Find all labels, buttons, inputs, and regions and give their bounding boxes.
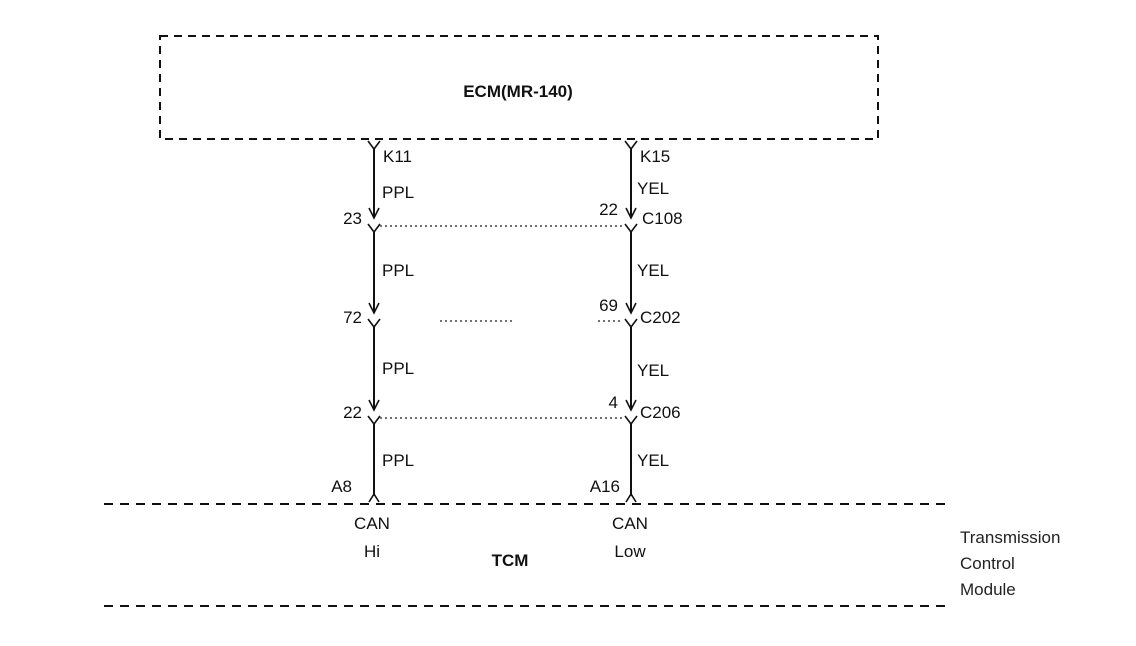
right-fork-3 [624,415,638,426]
left-connector-pin-1: 23 [343,209,362,228]
connector-id-c202: C202 [640,308,681,327]
tcm-side-label-line-3: Module [960,580,1016,599]
right-arrow-1 [625,207,637,220]
left-fork-3 [367,415,381,426]
left-fork-2 [367,318,381,329]
right-signal-line-2: Low [614,542,646,561]
tcm-side-label-line-1: Transmission [960,528,1060,547]
right-wire-color-1: YEL [637,179,669,198]
left-wire-color-4: PPL [382,451,414,470]
right-wire-color-2: YEL [637,261,669,280]
right-arrow-3 [625,399,637,412]
right-fork-2 [624,318,638,329]
left-connector-pin-2: 72 [343,308,362,327]
left-wire [367,140,381,503]
left-tcm-pin-label: A8 [331,477,352,496]
left-tcm-pin-mark [368,492,380,503]
right-wire-color-3: YEL [637,361,669,380]
right-wire-color-4: YEL [637,451,669,470]
left-top-pin-fork [367,140,381,151]
tcm-label: TCM [492,551,529,570]
left-wire-color-1: PPL [382,183,414,202]
left-connector-pin-3: 22 [343,403,362,422]
right-connector-pin-3: 4 [609,393,618,412]
left-arrow-2 [368,302,380,315]
right-wire [624,140,638,503]
left-top-pin-label: K11 [383,147,412,166]
left-signal-line-2: Hi [364,542,380,561]
connector-id-c108: C108 [642,209,683,228]
right-fork-1 [624,223,638,234]
right-connector-pin-2: 69 [599,296,618,315]
left-wire-color-2: PPL [382,261,414,280]
right-top-pin-fork [624,140,638,151]
ecm-label: ECM(MR-140) [463,82,573,101]
left-fork-1 [367,223,381,234]
tcm-side-label-line-2: Control [960,554,1015,573]
right-arrow-2 [625,302,637,315]
left-arrow-3 [368,399,380,412]
left-arrow-1 [368,207,380,220]
right-tcm-pin-label: A16 [590,477,620,496]
right-signal-line-1: CAN [612,514,648,533]
right-tcm-pin-mark [625,492,637,503]
left-wire-color-3: PPL [382,359,414,378]
connector-id-c206: C206 [640,403,681,422]
right-connector-pin-1: 22 [599,200,618,219]
left-signal-line-1: CAN [354,514,390,533]
right-top-pin-label: K15 [640,147,670,166]
ecm-box [159,35,879,140]
